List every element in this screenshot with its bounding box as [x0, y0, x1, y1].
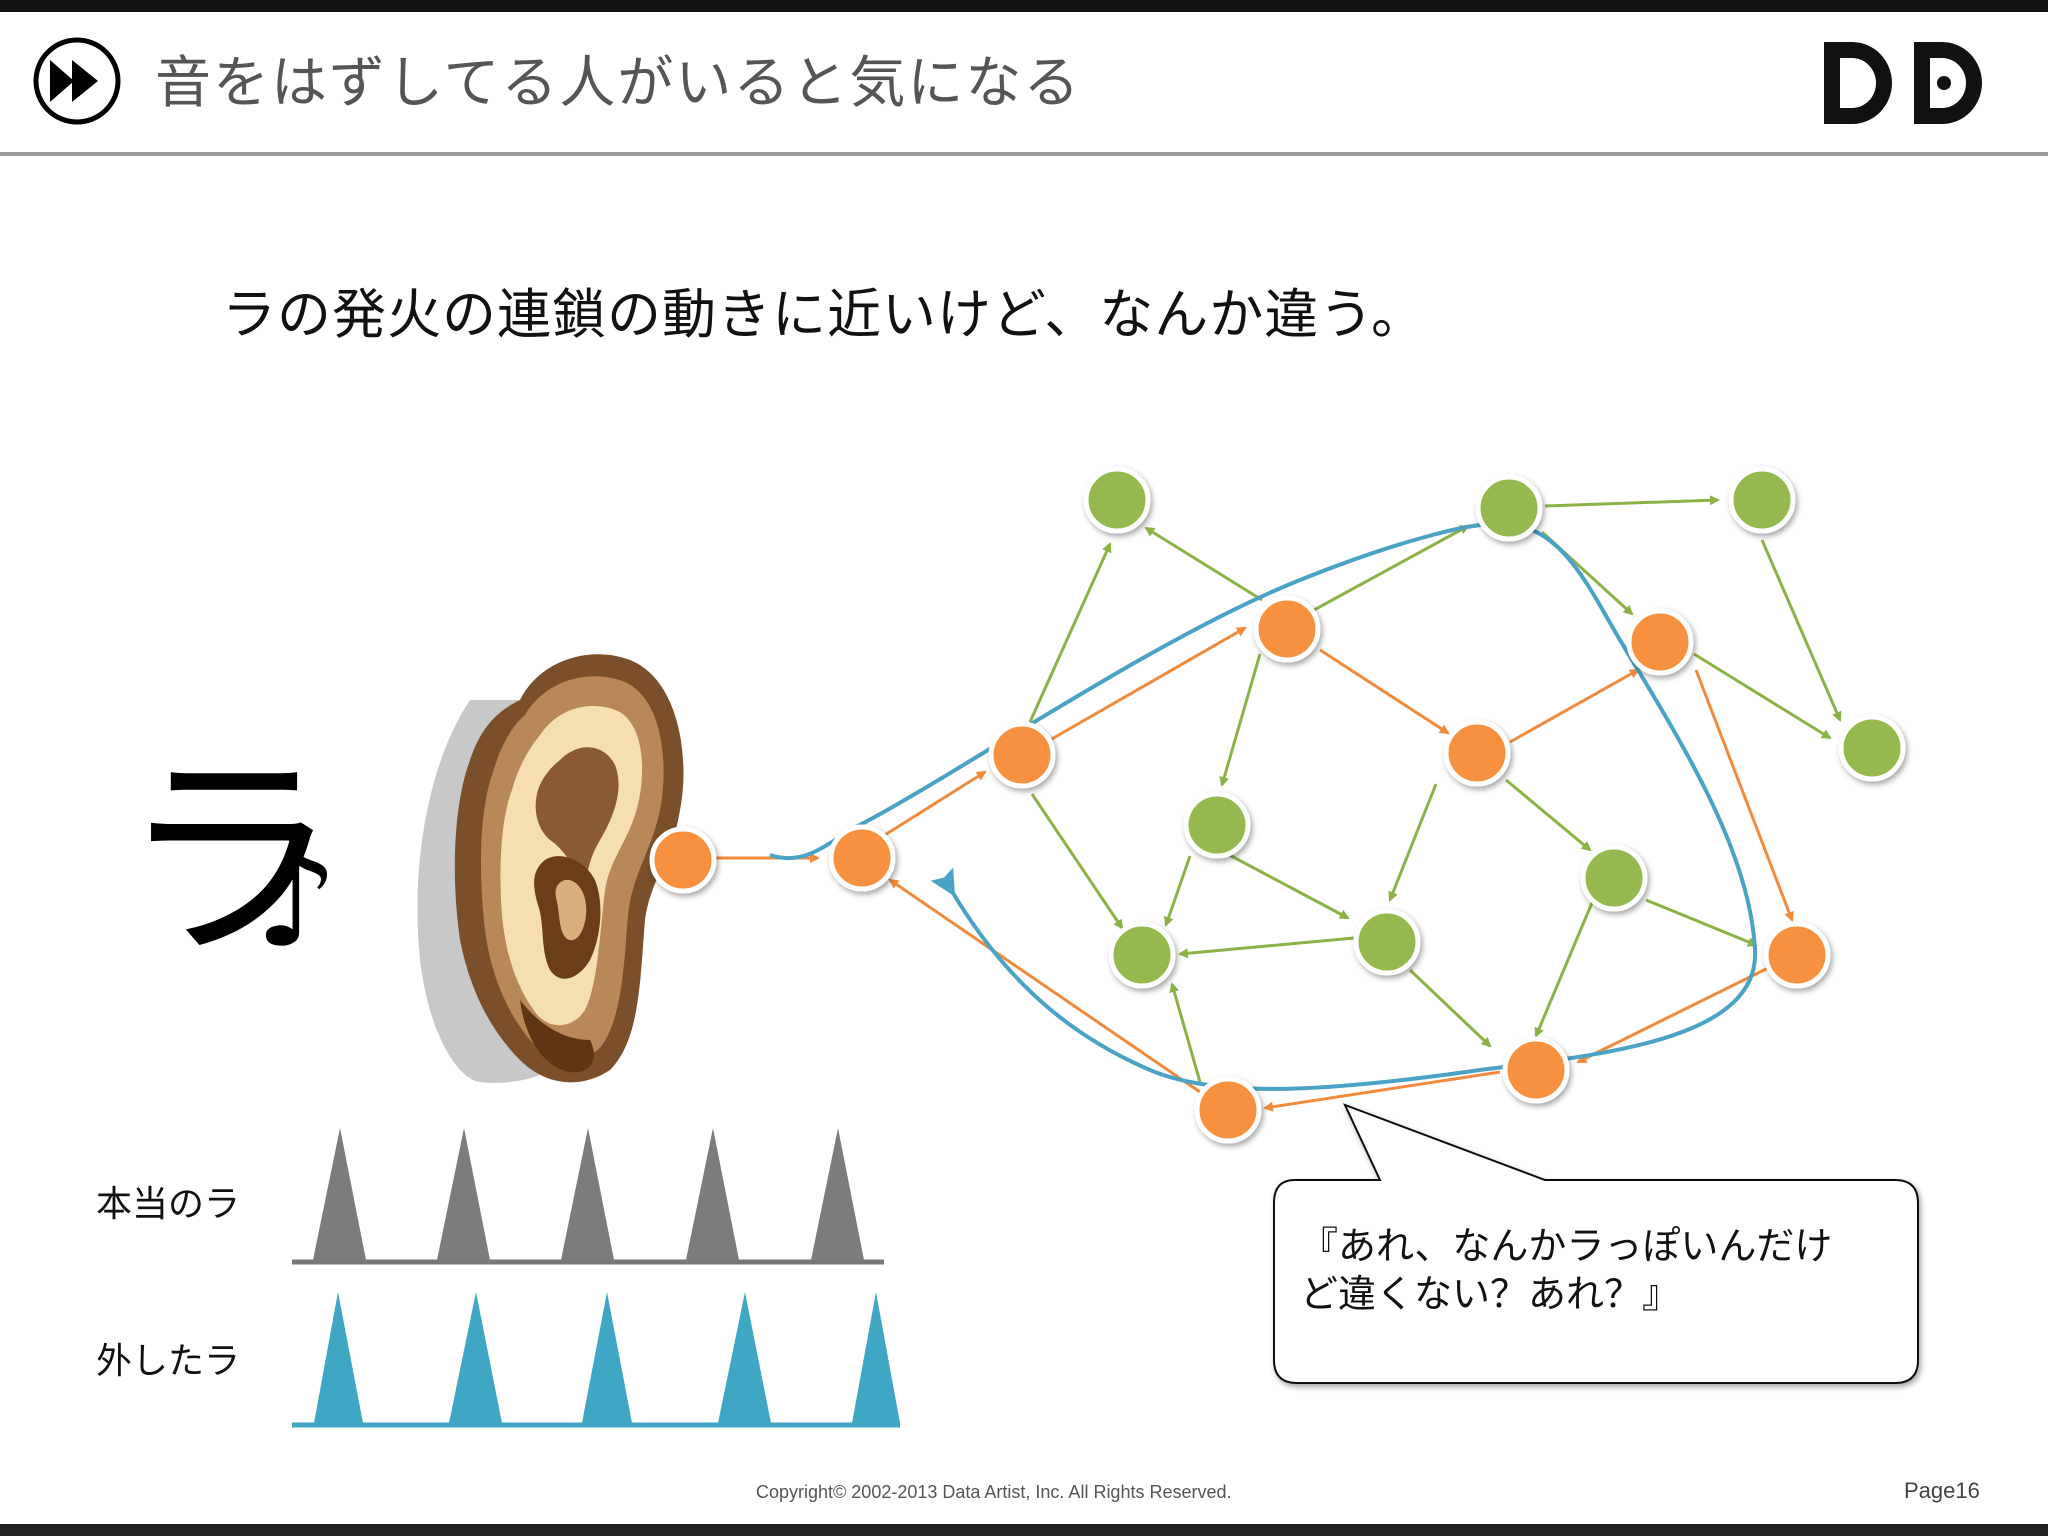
callout-line-2: ど違くない？あれ？』 — [1300, 1272, 1681, 1316]
true-wave-spikes — [313, 1128, 864, 1260]
orange-edges — [712, 626, 1794, 1112]
bottom-border — [0, 1524, 2048, 1536]
slide-subtitle: ラの発火の連鎖の動きに近いけど、なんか違う。 — [222, 283, 1427, 346]
ear-icon — [417, 654, 684, 1083]
off-wave-spikes — [314, 1292, 900, 1423]
green-edges — [1028, 495, 1842, 1083]
play-next-icon — [33, 37, 121, 125]
ra-character: ラ — [120, 732, 341, 988]
green-nodes — [1083, 466, 1906, 989]
music-note-icon: ♪ — [255, 824, 338, 976]
off-ra-label: 外したラ — [96, 1341, 241, 1382]
callout-line-1: 『あれ、なんかラっぽいんだけ — [1300, 1224, 1833, 1268]
copyright-text: Copyright© 2002-2013 Data Artist, Inc. A… — [756, 1482, 1232, 1502]
page-title: 音をはずしてる人がいると気になる — [155, 51, 1082, 116]
true-ra-label: 本当のラ — [96, 1184, 241, 1225]
company-logo — [1824, 42, 1982, 124]
callout-text: 『あれ、なんかラっぽいんだけ ど違くない？あれ？』 — [1300, 1222, 1900, 1318]
page-number: Page16 — [1904, 1478, 1980, 1503]
top-border — [0, 0, 2048, 12]
header-divider — [0, 152, 2048, 156]
speech-bubble — [1273, 1103, 1919, 1384]
orange-nodes — [649, 595, 1831, 1144]
